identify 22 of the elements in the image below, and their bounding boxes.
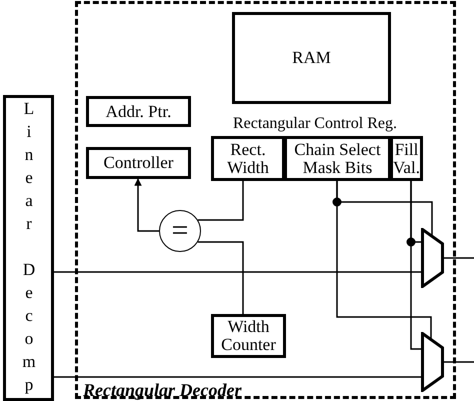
wire: [444, 257, 474, 259]
decomp-block: [3, 95, 54, 401]
wire: [410, 181, 421, 350]
memory-block: RAM: [232, 12, 391, 104]
wire: [336, 181, 432, 339]
multiplexer-symbol: [421, 332, 444, 392]
comparator-circle: =: [159, 210, 201, 252]
wire: [54, 271, 421, 273]
block-label: Linear Decomp: [20, 98, 38, 398]
multiplexer-symbol: [421, 228, 444, 288]
register-field: Chain Select Mask Bits: [284, 136, 391, 181]
counter-box: Width Counter: [211, 314, 286, 358]
wire: [198, 241, 244, 314]
wire: [198, 181, 244, 221]
region-title: Rectangular Decoder: [83, 381, 242, 399]
controller-box: Controller: [86, 147, 191, 179]
wire: [444, 361, 474, 363]
arrow: [134, 178, 159, 232]
wire: [54, 376, 421, 378]
decoder-region: [75, 1, 456, 399]
register-box: Addr. Ptr.: [86, 96, 191, 127]
register-title: Rectangular Control Reg.: [233, 115, 397, 133]
